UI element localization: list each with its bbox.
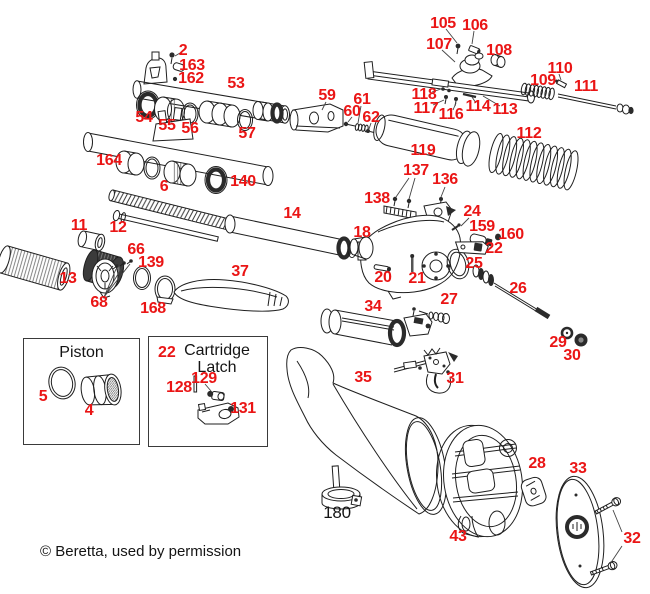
part-18-cap [349, 236, 374, 260]
part-24-pin [451, 223, 461, 231]
part-20-pin [373, 264, 391, 272]
piston-inset-box: Piston [23, 338, 140, 445]
part-119-cocking-tube [373, 114, 481, 167]
part-21-pin [410, 254, 415, 272]
part-62-screw [366, 129, 375, 133]
part-breech-collar [252, 101, 284, 124]
part-22-cartridge-latch [454, 241, 489, 255]
part-2-screw [169, 52, 175, 65]
cartridge-latch-inset-box: 22 Cartridge Latch [148, 336, 268, 447]
part-25-seal [446, 248, 470, 280]
part-29-washer [560, 326, 574, 340]
part-108-cylinder [490, 54, 506, 68]
part-68-end-cap [91, 258, 119, 299]
part-5-piston-ring [48, 366, 76, 400]
part-163-clip [172, 62, 185, 72]
part-164-bushings [115, 150, 197, 187]
part-34-underlever [320, 307, 433, 348]
part-105-screw [455, 43, 461, 55]
part-109-spring [520, 82, 555, 101]
part-180-stock-insert [321, 465, 363, 510]
part-12-guide-rod [112, 209, 219, 242]
part-37-cocking-shoe [173, 279, 289, 312]
part-57-ring [237, 109, 253, 131]
part-168-ring [154, 275, 176, 305]
part-59-latch-housing [289, 103, 344, 133]
part-28-spacer [520, 476, 547, 507]
part-162-pin [172, 76, 178, 82]
part-35-stock [286, 347, 448, 515]
part-14-tube [224, 214, 357, 260]
part-111-guide-rod [557, 93, 634, 115]
part-113-rail [363, 61, 535, 104]
part-32-screws [589, 497, 622, 576]
cartridge-latch-title-line1: Cartridge [184, 342, 250, 359]
part-muzzle-sleeve [198, 100, 241, 128]
part-60-screw [343, 121, 356, 127]
part-31-trigger-group [393, 347, 458, 394]
leader-lines [103, 28, 623, 565]
part-110-pin [555, 79, 568, 89]
part-140-ring [204, 166, 228, 194]
part-11-bushing [77, 230, 106, 252]
part-114-pin [462, 92, 477, 99]
part-66-screws [112, 259, 133, 270]
part-61-spring [354, 123, 369, 133]
part-grip-tube [0, 245, 71, 291]
part-131-screw [228, 406, 234, 412]
part-137-screws [392, 196, 412, 209]
part-26-cocking-rod [472, 264, 551, 320]
part-107-rear-sight [451, 52, 493, 87]
part-33-recoil-pad [555, 475, 605, 589]
part-shroud-tube [83, 106, 274, 186]
part-112-mainspring [488, 132, 579, 191]
part-129-plunger [207, 390, 225, 402]
cartridge-latch-title-line2: Latch [197, 359, 237, 376]
part-160-pin [495, 233, 501, 241]
part-128-pin [193, 375, 198, 393]
piston-inset-title: Piston [59, 344, 104, 361]
cartridge-latch-ref-number: 22 [158, 344, 176, 361]
part-139-ring [133, 266, 151, 290]
part-receiver-body [357, 214, 462, 300]
copyright-notice: © Beretta, used by permission [40, 543, 242, 560]
part-front-sight [143, 51, 168, 85]
part-6-spring [108, 189, 232, 231]
part-27-detent-spring [418, 310, 450, 324]
part-4-piston [80, 373, 122, 406]
part-30-nut [574, 333, 588, 347]
part-43-butt-frame [435, 424, 524, 538]
